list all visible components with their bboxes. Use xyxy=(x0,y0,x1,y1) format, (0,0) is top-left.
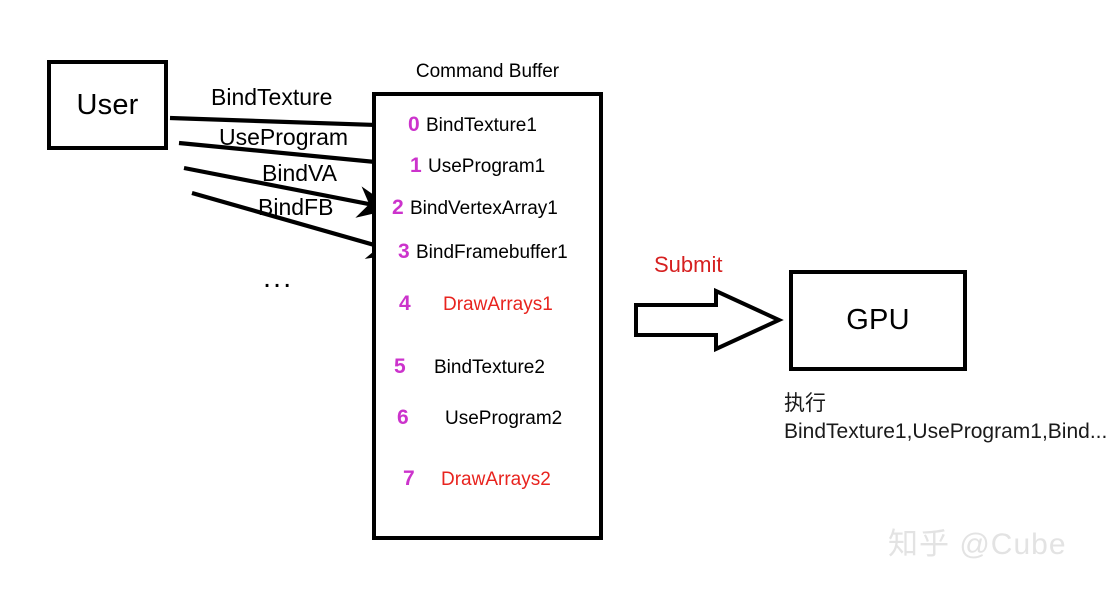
command-name: DrawArrays1 xyxy=(443,294,553,315)
command-name: BindTexture1 xyxy=(426,115,537,136)
command-entry: 1 UseProgram1 xyxy=(410,154,545,178)
command-index: 1 xyxy=(410,154,422,177)
command-index: 4 xyxy=(399,292,411,315)
command-entry: 0 BindTexture1 xyxy=(408,113,537,137)
call-arrow-label-bindtexture: BindTexture xyxy=(211,84,333,110)
command-name: DrawArrays2 xyxy=(441,469,551,490)
gpu-box: GPU xyxy=(789,270,967,371)
command-entry: 5 BindTexture2 xyxy=(394,355,545,379)
command-index: 7 xyxy=(403,467,415,490)
execution-commands: BindTexture1,UseProgram1,Bind... xyxy=(784,420,1108,444)
command-buffer-box xyxy=(372,92,603,540)
command-name: UseProgram1 xyxy=(428,156,546,177)
command-index: 5 xyxy=(394,355,406,378)
watermark: 知乎 @Cube xyxy=(888,528,1067,561)
gpu-box-label: GPU xyxy=(846,304,910,336)
command-buffer-title: Command Buffer xyxy=(415,61,560,82)
command-entry: 6 UseProgram2 xyxy=(397,406,562,430)
submit-block-arrow xyxy=(634,287,784,353)
call-arrow-label-bindfb: BindFB xyxy=(258,194,334,220)
command-name: BindTexture2 xyxy=(434,357,545,378)
command-index: 2 xyxy=(392,196,404,219)
more-calls-ellipsis: ... xyxy=(263,262,294,294)
command-entry: 2 BindVertexArray1 xyxy=(392,196,558,220)
command-entry: 4 DrawArrays1 xyxy=(399,292,553,316)
command-name: BindVertexArray1 xyxy=(410,198,558,219)
gpu-execution-caption: 执行 BindTexture1,UseProgram1,Bind... xyxy=(784,390,1107,447)
command-index: 6 xyxy=(397,406,409,429)
execution-heading: 执行 xyxy=(784,392,826,415)
call-arrow-label-useprogram: UseProgram xyxy=(219,124,349,150)
command-index: 3 xyxy=(398,240,410,263)
command-name: BindFramebuffer1 xyxy=(416,242,568,263)
user-box: User xyxy=(47,60,168,150)
command-index: 0 xyxy=(408,113,420,136)
command-name: UseProgram2 xyxy=(445,408,563,429)
command-entry: 3 BindFramebuffer1 xyxy=(398,240,568,264)
submit-label: Submit xyxy=(654,252,723,277)
call-arrow-label-bindva: BindVA xyxy=(262,160,338,186)
user-box-label: User xyxy=(76,88,139,121)
command-entry: 7 DrawArrays2 xyxy=(403,467,551,491)
